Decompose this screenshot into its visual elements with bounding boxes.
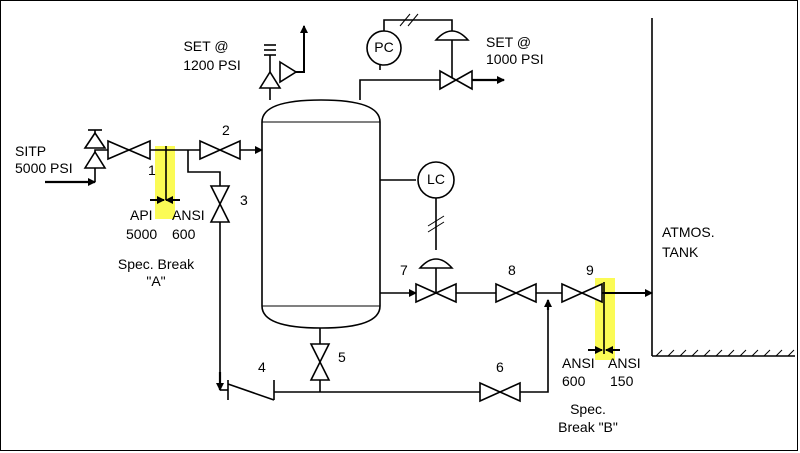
valve-1: [107, 139, 151, 161]
spec-b-left-line2: 600: [562, 373, 586, 389]
valve-2-number: 2: [222, 122, 230, 138]
valve-5-number: 5: [338, 349, 346, 365]
pc-label: PC: [374, 39, 394, 55]
lc-label: LC: [427, 171, 445, 187]
valve-3-number: 3: [240, 192, 248, 208]
tank-label-line1: ATMOS.: [662, 224, 715, 240]
valve-4-number: 4: [258, 359, 266, 375]
valve-8: [495, 282, 537, 304]
valve-4-check: [227, 380, 275, 401]
spec-a-left-line2: 5000: [126, 226, 158, 242]
valve-1-number: 1: [148, 162, 156, 178]
spec-b-title-line1: Spec.: [570, 401, 606, 417]
tank-label-line2: TANK: [662, 244, 699, 260]
separator-vessel: [261, 99, 381, 329]
spec-a-right-line2: 600: [172, 226, 196, 242]
valve-6-number: 6: [496, 359, 504, 375]
pressure-control-valve: [434, 30, 473, 91]
spec-a-right-line1: ANSI: [172, 207, 205, 223]
valve-7: [415, 258, 457, 304]
spec-b-right-line1: ANSI: [608, 355, 641, 371]
sitp-label-line1: SITP: [15, 143, 47, 159]
valve-3: [209, 185, 231, 223]
spec-a-left-line1: API: [130, 207, 153, 223]
spec-b-title-line2: Break "B": [558, 419, 618, 435]
valve-7-number: 7: [400, 262, 408, 278]
valve-9-number: 9: [586, 262, 594, 278]
set-1000-label-line2: 1000 PSI: [486, 51, 544, 67]
top-relief-valve: [258, 44, 298, 89]
spec-a-title-line1: Spec. Break: [117, 256, 195, 272]
set-1200-label-line1: SET @: [183, 38, 229, 54]
sitp-label-line2: 5000 PSI: [15, 160, 73, 176]
spec-a-title-line2: "A": [146, 273, 166, 289]
valve-9: [561, 282, 603, 304]
valve-6: [479, 381, 521, 403]
spec-b-left-line1: ANSI: [562, 355, 595, 371]
set-1000-label-line1: SET @: [486, 34, 532, 50]
spec-b-right-line2: 150: [610, 373, 634, 389]
set-1200-label-line2: 1200 PSI: [183, 57, 241, 73]
valve-8-number: 8: [508, 262, 516, 278]
valve-2: [199, 139, 241, 161]
inlet-relief-valve: [83, 129, 107, 169]
valve-5: [309, 343, 331, 381]
